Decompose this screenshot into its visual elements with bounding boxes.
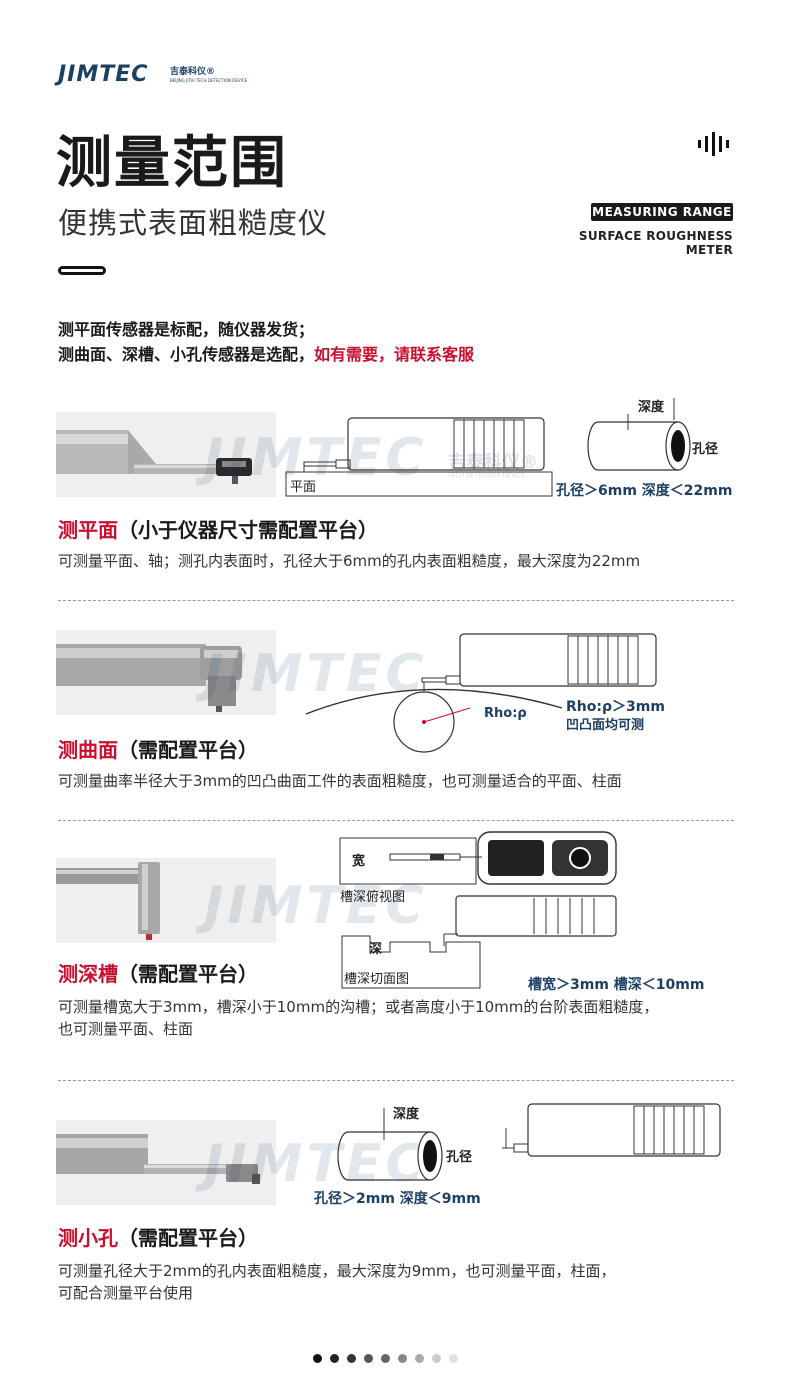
- groove-measure-diagram: [339, 831, 617, 989]
- page-title: 测量范围: [56, 131, 288, 196]
- label-groove-top-view: 槽深俯视图: [340, 890, 406, 905]
- curved-sensor-photo: [56, 630, 276, 715]
- badge-subtitle: SURFACE ROUGHNESS METER: [578, 229, 733, 257]
- sound-wave-icon: [698, 132, 729, 156]
- section-title-flat-red: 测平面: [58, 518, 118, 542]
- section-title-small-hole-black: （需配置平台）: [118, 1226, 258, 1250]
- pagination-dot[interactable]: [432, 1354, 441, 1363]
- intro-line-1: 测平面传感器是标配，随仪器发货；: [58, 320, 315, 339]
- hole-depth-diagram: [587, 398, 691, 471]
- groove-sensor-photo: [56, 858, 276, 943]
- label-hole-diameter: 孔径: [692, 442, 719, 457]
- section-desc-small-hole-1: 可测量孔径大于2mm的孔内表面粗糙度，最大深度为9mm，也可测量平面，柱面，: [58, 1262, 616, 1280]
- pagination-dot[interactable]: [398, 1354, 407, 1363]
- pagination-dot[interactable]: [364, 1354, 373, 1363]
- logo-en-name: BEIJING JITAI TECH DETECTION DEVICE: [170, 78, 248, 83]
- curved-spec-2: 凹凸面均可测: [566, 718, 645, 733]
- label-depth: 深度: [638, 400, 665, 415]
- section-title-groove-red: 测深槽: [58, 962, 118, 986]
- watermark-logo: JIMTEC: [204, 1134, 428, 1194]
- watermark-logo: JIMTEC: [204, 876, 428, 936]
- label-groove-width: 宽: [352, 854, 366, 869]
- label-rho: Rho:ρ: [484, 706, 527, 721]
- section-desc-groove-2: 也可测量平面、柱面: [58, 1020, 194, 1038]
- section-title-flat-black: （小于仪器尺寸需配置平台）: [118, 518, 378, 542]
- pagination-dot[interactable]: [381, 1354, 390, 1363]
- small-hole-measure-diagram: [337, 1103, 721, 1181]
- small-hole-spec: 孔径＞2mm 深度＜9mm: [314, 1191, 481, 1207]
- brand-logo: JIMTEC: [58, 62, 218, 90]
- section-title-small-hole: 测小孔（需配置平台）: [58, 1222, 258, 1251]
- small-hole-sensor-photo: [56, 1120, 276, 1205]
- groove-spec: 槽宽＞3mm 槽深＜10mm: [528, 977, 705, 993]
- pagination-dot[interactable]: [449, 1354, 458, 1363]
- section-title-curved-black: （需配置平台）: [118, 738, 258, 762]
- pagination-dot[interactable]: [347, 1354, 356, 1363]
- section-title-small-hole-red: 测小孔: [58, 1226, 118, 1250]
- pagination-dot[interactable]: [313, 1354, 322, 1363]
- section-title-flat: 测平面（小于仪器尺寸需配置平台）: [58, 514, 378, 543]
- divider: [58, 1080, 734, 1081]
- section-title-curved-red: 测曲面: [58, 738, 118, 762]
- section-desc-small-hole-2: 可配合测量平台使用: [58, 1284, 194, 1302]
- flat-spec: 孔径＞6mm 深度＜22mm: [556, 483, 733, 499]
- watermark-logo: JIMTEC: [204, 428, 428, 488]
- logo-cn-name: 吉泰科仪®: [170, 67, 216, 77]
- label-small-hole-diameter: 孔径: [446, 1150, 473, 1165]
- label-small-hole-depth: 深度: [393, 1107, 420, 1122]
- measuring-range-badge: MEASURING RANGE: [591, 203, 733, 221]
- logo-wordmark: JIMTEC: [58, 62, 149, 87]
- intro-line-2-black: 测曲面、深槽、小孔传感器是选配，: [58, 345, 315, 364]
- divider: [58, 820, 734, 821]
- section-title-groove: 测深槽（需配置平台）: [58, 958, 258, 987]
- label-flat-surface: 平面: [290, 480, 317, 495]
- flat-sensor-photo: [56, 412, 276, 497]
- pagination-dot[interactable]: [330, 1354, 339, 1363]
- flat-measure-diagram: [285, 417, 553, 497]
- page-subtitle: 便携式表面粗糙度仪: [58, 206, 329, 240]
- section-title-curved: 测曲面（需配置平台）: [58, 734, 258, 763]
- section-desc-groove-1: 可测量槽宽大于3mm，槽深小于10mm的沟槽；或者高度小于10mm的台阶表面粗糙…: [58, 998, 659, 1016]
- intro-line-2-red: 如有需要，请联系客服: [314, 345, 475, 364]
- label-groove-section-view: 槽深切面图: [344, 972, 410, 987]
- divider: [58, 600, 734, 601]
- decorative-pill: [58, 266, 106, 275]
- pagination-dots: [313, 1354, 483, 1364]
- section-desc-flat: 可测量平面、轴；测孔内表面时，孔径大于6mm的孔内表面粗糙度，最大深度为22mm: [58, 552, 641, 570]
- section-title-groove-black: （需配置平台）: [118, 962, 258, 986]
- curved-spec-1: Rho:ρ＞3mm: [566, 699, 665, 715]
- intro-line-2: 测曲面、深槽、小孔传感器是选配，如有需要，请联系客服: [58, 341, 474, 365]
- pagination-dot[interactable]: [415, 1354, 424, 1363]
- curved-measure-diagram: [305, 633, 657, 753]
- section-desc-curved: 可测量曲率半径大于3mm的凹凸曲面工件的表面粗糙度，也可测量适合的平面、柱面: [58, 772, 622, 790]
- label-groove-depth: 深: [369, 942, 383, 957]
- watermark-logo: JIMTEC: [204, 644, 428, 704]
- watermark-en: TECH DETECTION DEVICE: [448, 472, 525, 479]
